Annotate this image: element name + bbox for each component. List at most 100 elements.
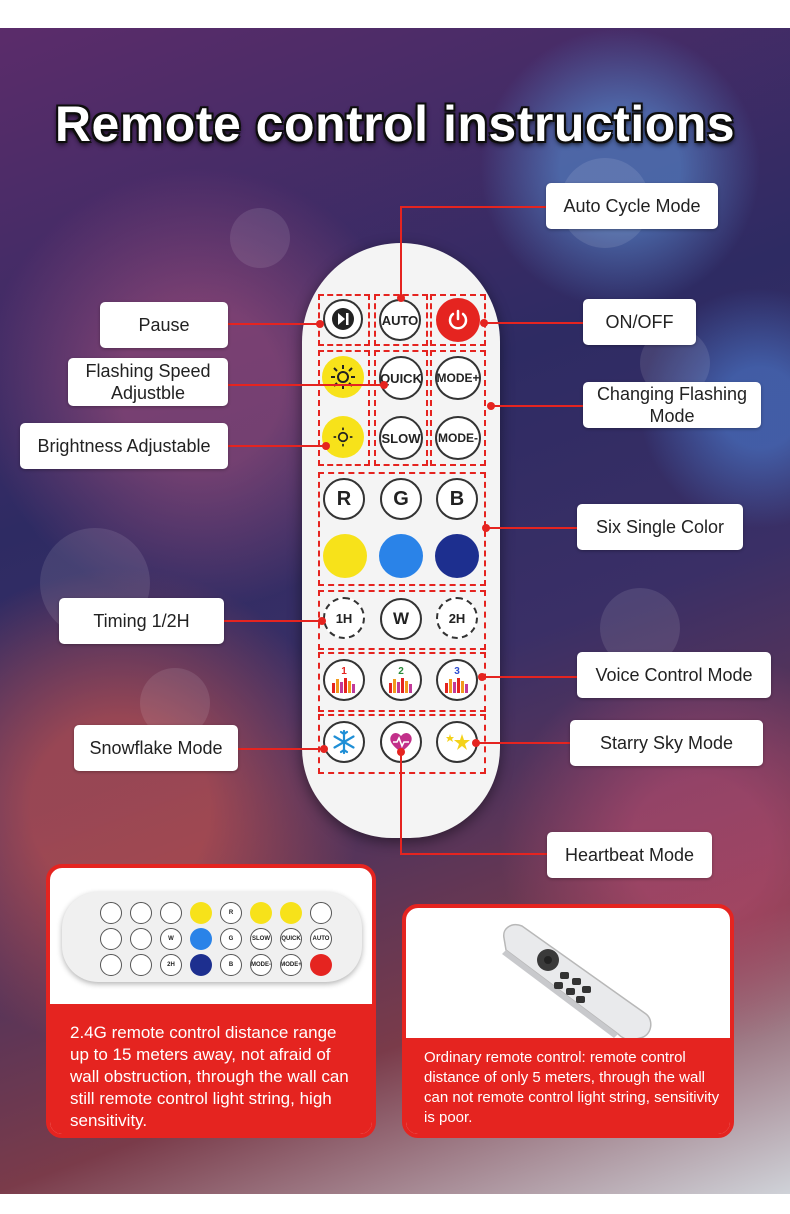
small-remote-button: MODE+ [280,954,302,976]
card-ordinary-remote: Ordinary remote control: remote control … [402,904,734,1138]
snowflake-button[interactable] [323,721,365,763]
small-remote-button: B [220,954,242,976]
small-remote-button: SLOW [250,928,272,950]
connector-line [400,752,402,854]
card-2-4g-remote: R W G SLOW QUICK AUTO 2H B MODE- MODE+ 2.4G remot… [46,864,376,1138]
voice-mode-2-button[interactable]: 2 [380,659,422,701]
timer-1h-button[interactable]: 1H [323,597,365,639]
green-button[interactable]: G [380,478,422,520]
sun-icon [331,365,355,389]
label-timing: Timing 1/2H [59,598,224,644]
small-remote-button: G [220,928,242,950]
small-remote-button [130,902,152,924]
connector-dot [480,319,488,327]
label-on-off: ON/OFF [583,299,696,345]
brightness-down-button[interactable] [322,416,364,458]
card-description: 2.4G remote control distance range up to… [50,1004,372,1134]
brightness-up-button[interactable] [322,356,364,398]
label-snowflake: Snowflake Mode [74,725,238,771]
small-remote-button [100,928,122,950]
label-starry-sky: Starry Sky Mode [570,720,763,766]
connector-dot [318,617,326,625]
connector-line [482,322,584,324]
stars-icon [446,734,470,750]
voice-mode-3-button[interactable]: 3 [436,659,478,701]
label-six-color: Six Single Color [577,504,743,550]
connector-line [228,323,320,325]
white-button[interactable]: W [380,598,422,640]
small-remote-button [310,954,332,976]
connector-dot [380,381,388,389]
equalizer-icon [332,678,355,693]
play-pause-icon [332,308,354,330]
group-voice [318,652,486,712]
page-title: Remote control instructions [54,96,736,152]
connector-line [400,206,402,298]
small-remote-button: R [220,902,242,924]
small-remote-button [130,954,152,976]
mode-plus-button[interactable]: MODE+ [435,356,481,400]
connector-dot [322,442,330,450]
connector-line [400,206,548,208]
yellow-color-button[interactable] [323,534,367,578]
small-remote-button [100,902,122,924]
connector-dot [487,402,495,410]
small-remote-button [310,902,332,924]
pause-button[interactable] [323,299,363,339]
label-pause: Pause [100,302,228,348]
heartbeat-button[interactable] [380,721,422,763]
connector-dot [397,294,405,302]
small-remote-button: MODE- [250,954,272,976]
timer-2h-button[interactable]: 2H [436,597,478,639]
blue-button[interactable]: B [436,478,478,520]
card-description: Ordinary remote control: remote control … [406,1038,730,1134]
equalizer-icon [445,678,468,693]
connector-dot [472,739,480,747]
small-remote-button [130,928,152,950]
small-remote-button [190,902,212,924]
red-button[interactable]: R [323,478,365,520]
label-heartbeat: Heartbeat Mode [547,832,712,878]
small-remote-button [250,902,272,924]
connector-line [400,853,548,855]
small-remote-button: 2H [160,954,182,976]
group-effects [318,714,486,774]
equalizer-icon [389,678,412,693]
voice-mode-number: 2 [398,666,404,677]
snowflake-icon [333,729,355,755]
voice-mode-number: 3 [454,666,460,677]
label-brightness: Brightness Adjustable [20,423,228,469]
ordinary-remote-image [502,924,652,1041]
bokeh-light [230,208,290,268]
auto-button[interactable]: AUTO [379,299,421,341]
mode-minus-button[interactable]: MODE- [435,416,481,460]
label-auto-cycle: Auto Cycle Mode [546,183,718,229]
starry-sky-button[interactable] [436,721,478,763]
voice-mode-1-button[interactable]: 1 [323,659,365,701]
voice-mode-number: 1 [341,666,347,677]
connector-line [228,445,326,447]
connector-dot [397,748,405,756]
group-brightness [318,350,370,466]
group-mode [430,350,486,466]
connector-line [486,527,578,529]
small-remote-button [190,928,212,950]
sun-small-icon [333,427,353,447]
power-button[interactable] [436,298,480,342]
connector-dot [320,745,328,753]
quick-button[interactable]: QUICK [379,356,423,400]
label-flashing-speed: Flashing Speed Adjustble [68,358,228,406]
group-speed [374,350,428,466]
small-remote-button: W [160,928,182,950]
slow-button[interactable]: SLOW [379,416,423,460]
heart-icon [390,733,412,752]
dark-blue-color-button[interactable] [435,534,479,578]
connector-line [490,405,584,407]
small-remote-button: AUTO [310,928,332,950]
small-remote-button [160,902,182,924]
connector-dot [478,673,486,681]
small-remote-button: QUICK [280,928,302,950]
connector-line [228,384,384,386]
connector-line [476,742,570,744]
light-blue-color-button[interactable] [379,534,423,578]
